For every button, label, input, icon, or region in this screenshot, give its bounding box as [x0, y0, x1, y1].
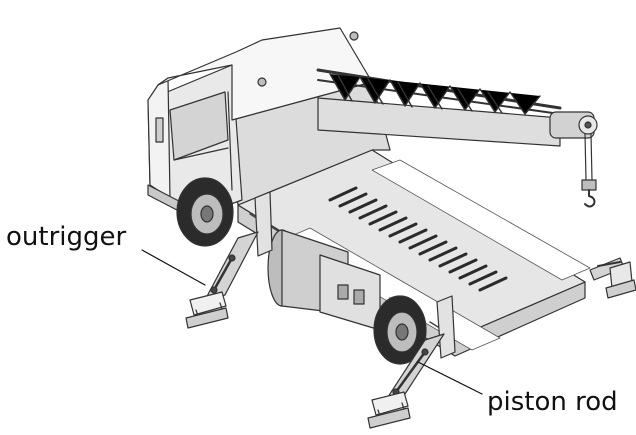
rear-wheel: [373, 295, 427, 365]
crane-boom: [316, 68, 598, 147]
outrigger-label: outrigger: [6, 222, 127, 252]
piston-rod: [394, 350, 427, 394]
fuel-tank: [267, 229, 381, 331]
front-wheel: [176, 177, 234, 247]
outrigger-front-left: [185, 191, 273, 329]
piston-rod-leader-line: [417, 361, 483, 395]
outrigger-rear-right: [589, 257, 636, 299]
piston-rod-label: piston rod: [487, 387, 618, 417]
deck-slats: [328, 186, 508, 292]
outrigger-leader-line: [141, 249, 206, 286]
crane-hook: [581, 133, 597, 208]
outrigger-rear-left: [367, 295, 456, 429]
